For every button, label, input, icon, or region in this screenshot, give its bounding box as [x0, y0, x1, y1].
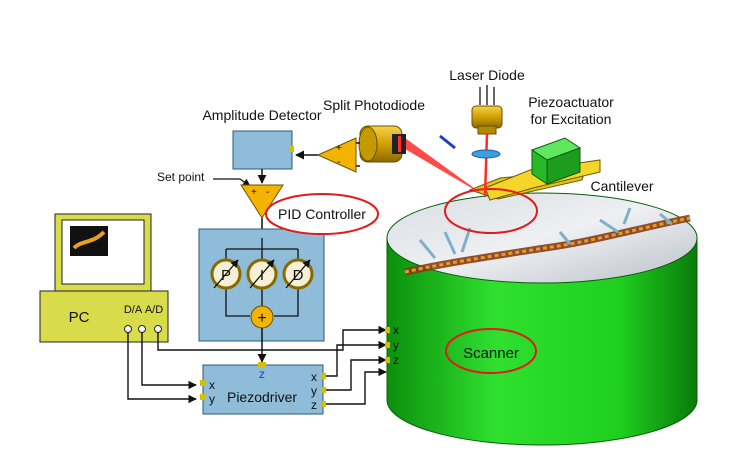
scanner-label: Scanner — [463, 345, 519, 362]
piezoactuator: Piezoactuator for Excitation Cantilever — [468, 94, 654, 201]
pc-label: PC — [69, 309, 90, 326]
da-label: D/A — [124, 304, 143, 316]
laser-diode-label: Laser Diode — [449, 67, 525, 83]
pid-label-ring — [265, 193, 379, 235]
pc: PC D/A A/D — [39, 213, 169, 343]
piezodriver-label: Piezodriver — [227, 389, 297, 405]
sp-minus: - — [266, 187, 269, 198]
laser-diode: Laser Diode — [439, 67, 525, 197]
piezoactuator-icon — [530, 137, 582, 185]
setpoint-amplifier: Set point + - — [157, 170, 284, 229]
lens-icon — [471, 149, 501, 159]
svg-text:D: D — [293, 267, 304, 284]
p-block: P — [210, 258, 242, 290]
summing-junction: + — [250, 305, 274, 329]
scanner-in-x: x — [393, 323, 399, 337]
scanner: Scanner — [386, 192, 698, 446]
piezodriver: Piezodriver x y z x y z — [200, 362, 326, 415]
svg-text:P: P — [221, 267, 231, 284]
differential-amplifier: + - — [295, 137, 360, 173]
amp-plus: + — [336, 143, 342, 154]
pd-out-x: x — [311, 370, 317, 384]
set-point-label: Set point — [157, 170, 205, 184]
scanner-in-y: y — [393, 338, 399, 352]
amplitude-detector-label: Amplitude Detector — [202, 107, 321, 123]
split-photodiode: Split Photodiode — [323, 97, 425, 163]
svg-text:I: I — [260, 267, 264, 284]
split-photodiode-icon — [358, 125, 406, 163]
pid-controller: PID Controller P I D + — [198, 193, 379, 363]
pd-out-y: y — [311, 384, 317, 398]
amp-minus: - — [337, 156, 341, 168]
pd-in-z: z — [259, 367, 265, 381]
sp-plus: + — [251, 187, 257, 198]
piezoactuator-label-2: for Excitation — [531, 111, 612, 127]
pd-out-z: z — [311, 398, 317, 412]
pd-in-y: y — [209, 392, 215, 406]
piezoactuator-label-1: Piezoactuator — [528, 94, 614, 110]
laser-diode-icon — [471, 105, 503, 135]
d-block: D — [282, 258, 314, 290]
cantilever-label: Cantilever — [590, 178, 653, 194]
amplitude-detector: Amplitude Detector — [202, 107, 322, 184]
pd-in-x: x — [209, 378, 215, 392]
split-photodiode-label: Split Photodiode — [323, 97, 425, 113]
pid-controller-label: PID Controller — [278, 206, 366, 222]
monitor-icon — [54, 213, 152, 292]
i-block: I — [246, 258, 278, 290]
svg-text:+: + — [257, 310, 266, 327]
ad-label: A/D — [145, 304, 163, 316]
scanner-label-ring — [445, 328, 537, 374]
scanner-inputs: x y z — [385, 323, 399, 367]
tip-highlight — [444, 188, 538, 234]
scanner-in-z: z — [393, 353, 399, 367]
